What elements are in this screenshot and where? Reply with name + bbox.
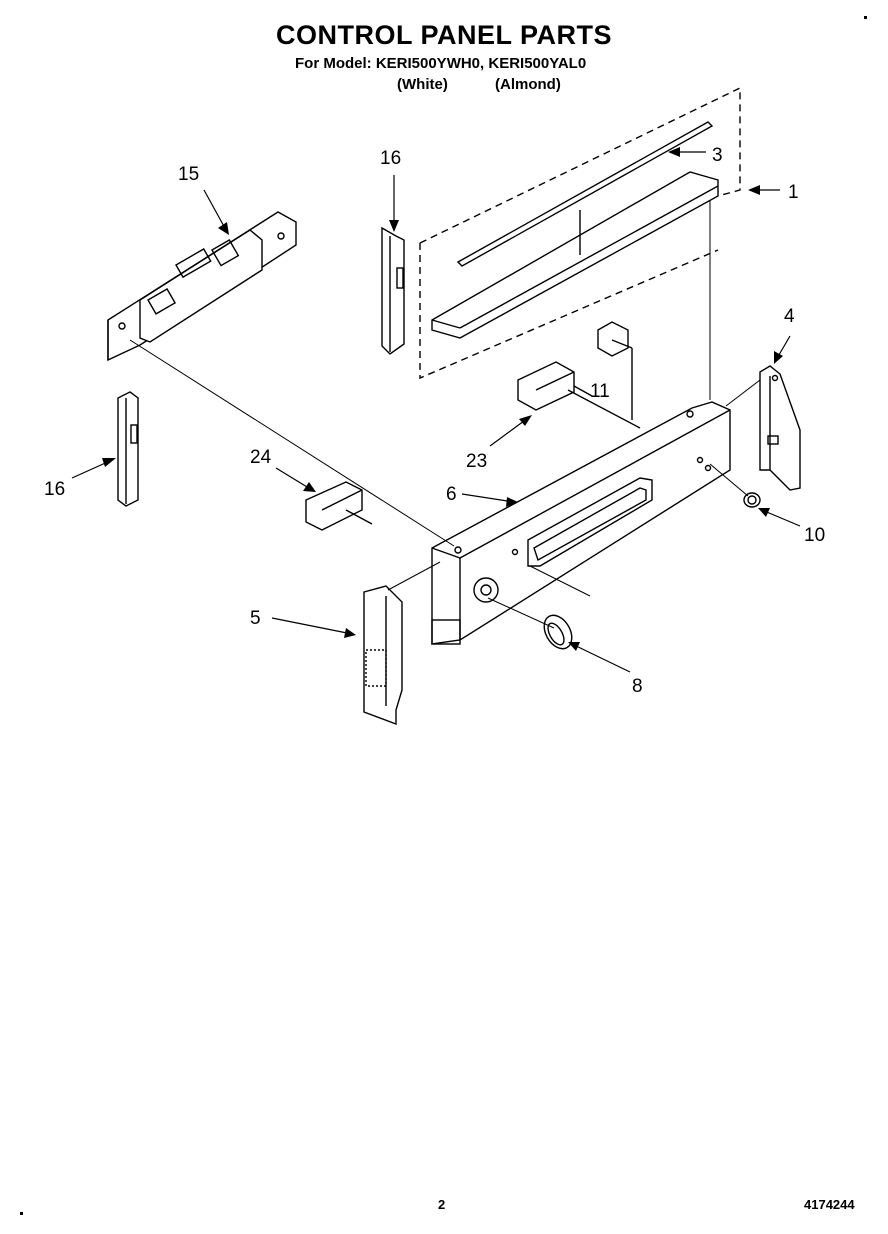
part-16-end-cap-lower	[117, 391, 139, 507]
callout-1: 1	[788, 182, 799, 203]
callout-11: 11	[590, 381, 610, 402]
page-number: 2	[438, 1197, 446, 1212]
callout-3: 3	[712, 145, 723, 166]
callout-10: 10	[804, 525, 825, 546]
callout-8: 8	[632, 676, 643, 697]
callout-6: 6	[446, 484, 457, 505]
part-6-control-panel	[431, 401, 731, 645]
callout-5: 5	[250, 608, 261, 629]
part-16-end-cap-upper	[381, 226, 405, 355]
callout-15: 15	[178, 164, 199, 185]
document-number: 4174244	[804, 1197, 855, 1212]
callout-24: 24	[250, 447, 272, 468]
model-line: For Model: KERI500YWH0, KERI500YAL0	[295, 55, 587, 72]
page-title: CONTROL PANEL PARTS	[275, 20, 613, 50]
callout-16-lower: 16	[44, 479, 65, 500]
callout-23: 23	[466, 451, 487, 472]
color-almond-label: (Almond)	[495, 76, 561, 93]
corner-mark-bottom-left	[20, 1212, 23, 1215]
corner-mark-top-right	[864, 16, 867, 19]
callout-4: 4	[784, 306, 795, 327]
assembly-lines	[129, 200, 761, 629]
part-8-knob	[543, 614, 573, 650]
part-3-trim-strip	[456, 121, 714, 267]
part-5-end-cap	[363, 585, 403, 726]
callout-16-upper: 16	[380, 148, 401, 169]
part-15-electronic-control	[107, 211, 297, 362]
part-1-dashed-box	[419, 86, 741, 380]
leader-arrowheads	[102, 147, 783, 651]
part-1-top-trim	[431, 171, 719, 339]
part-10-component	[743, 492, 761, 508]
part-4-bracket	[759, 365, 801, 491]
part-24-switch	[305, 481, 373, 531]
color-white-label: (White)	[397, 76, 448, 93]
part-23-switch	[517, 361, 641, 429]
part-11-component	[597, 321, 633, 420]
